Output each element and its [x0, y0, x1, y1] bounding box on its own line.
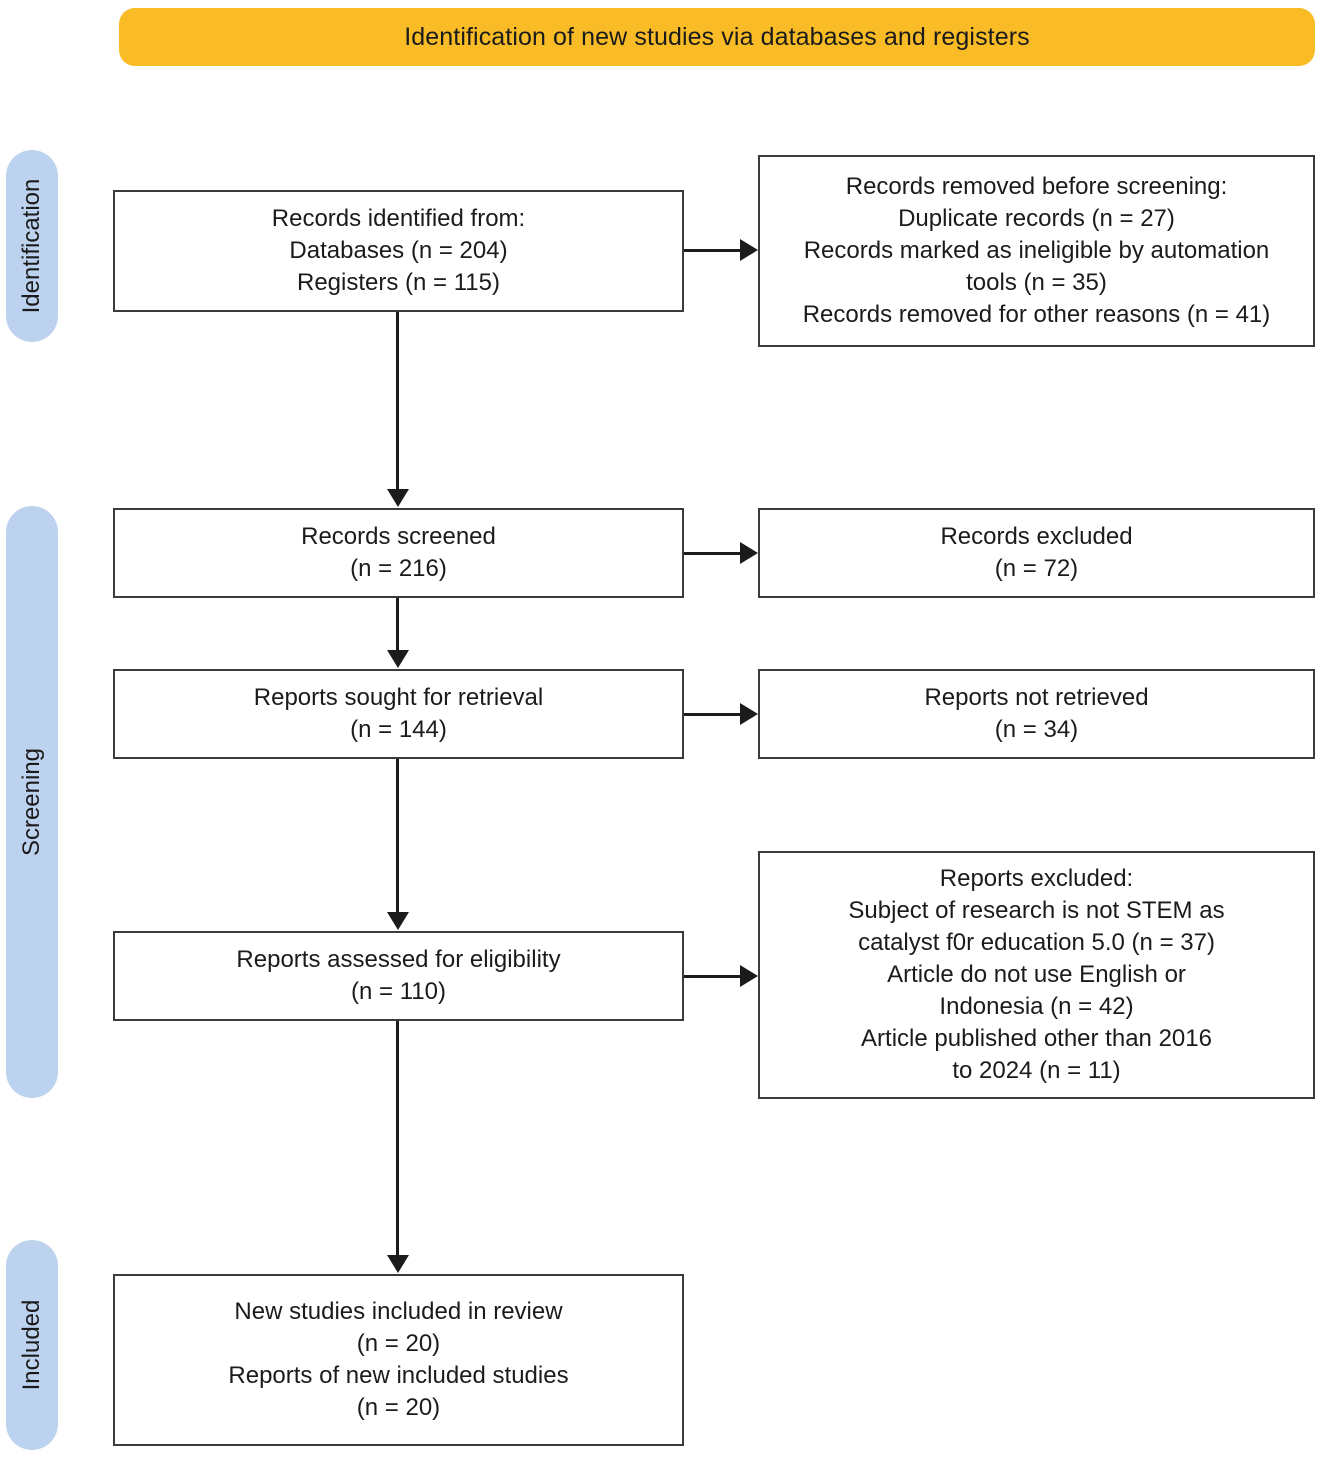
node-line: New studies included in review: [234, 1298, 563, 1326]
node-line: Databases (n = 204): [289, 237, 508, 265]
node-line: catalyst f0r education 5.0 (n = 37): [858, 929, 1215, 957]
node-line: Reports of new included studies: [228, 1362, 569, 1389]
node-records-removed-before-screening: Records removed before screening: Duplic…: [758, 155, 1315, 347]
node-line: (n = 216): [350, 555, 447, 582]
stage-label-identification: Identification: [6, 150, 58, 342]
node-line: (n = 34): [994, 716, 1079, 743]
connector-screened-to-records-excluded: [684, 552, 742, 555]
node-line: Records screened: [301, 523, 496, 551]
node-records-screened: Records screened (n = 216): [113, 508, 684, 598]
stage-label-included-text: Included: [18, 1299, 45, 1391]
node-line: Records excluded: [940, 523, 1133, 551]
node-line: Records removed for other reasons (n = 4…: [802, 300, 1271, 328]
node-line: Subject of research is not STEM as: [848, 897, 1225, 925]
arrowhead-right-icon: [740, 965, 758, 987]
node-line: Registers (n = 115): [297, 268, 500, 296]
connector-sought-to-assessed: [396, 759, 399, 914]
arrowhead-right-icon: [740, 542, 758, 564]
node-line: Indonesia (n = 42): [939, 992, 1134, 1020]
node-line: Duplicate records (n = 27): [898, 205, 1175, 233]
node-line: Reports assessed for eligibility: [236, 946, 561, 974]
connector-screened-to-sought: [396, 598, 399, 652]
connector-assessed-to-included: [396, 1021, 399, 1258]
node-reports-sought-for-retrieval: Reports sought for retrieval (n = 144): [113, 669, 684, 759]
stage-label-screening: Screening: [6, 506, 58, 1098]
node-new-studies-included: New studies included in review (n = 20) …: [113, 1274, 684, 1446]
node-line: (n = 20): [356, 1330, 441, 1358]
node-line: to 2024 (n = 11): [952, 1056, 1121, 1084]
node-line: (n = 20): [356, 1393, 441, 1421]
node-line: tools (n = 35): [966, 268, 1107, 296]
arrowhead-down-icon: [387, 650, 409, 668]
node-line: Records marked as ineligible by automati…: [803, 237, 1270, 265]
connector-identified-to-removed: [684, 249, 742, 252]
node-line: Reports excluded:: [939, 865, 1134, 893]
node-line: Article published other than 2016: [861, 1024, 1212, 1052]
node-records-identified: Records identified from: Databases (n = …: [113, 190, 684, 312]
node-reports-excluded: Reports excluded: Subject of research is…: [758, 851, 1315, 1099]
node-line: Reports not retrieved: [924, 684, 1149, 712]
node-line: (n = 72): [994, 555, 1079, 582]
node-line: Article do not use English or: [887, 961, 1186, 989]
node-line: Records removed before screening:: [845, 173, 1228, 201]
node-reports-assessed-for-eligibility: Reports assessed for eligibility (n = 11…: [113, 931, 684, 1021]
arrowhead-down-icon: [387, 912, 409, 930]
arrowhead-down-icon: [387, 489, 409, 507]
connector-sought-to-not-retrieved: [684, 713, 742, 716]
connector-identified-to-screened: [396, 312, 399, 490]
stage-label-identification-text: Identification: [18, 178, 45, 314]
node-line: Records identified from:: [271, 205, 526, 233]
arrowhead-right-icon: [740, 239, 758, 261]
node-reports-not-retrieved: Reports not retrieved (n = 34): [758, 669, 1315, 759]
stage-label-screening-text: Screening: [18, 747, 45, 857]
connector-assessed-to-reports-excluded: [684, 975, 742, 978]
node-records-excluded: Records excluded (n = 72): [758, 508, 1315, 598]
node-line: (n = 144): [350, 716, 447, 743]
arrowhead-down-icon: [387, 1255, 409, 1273]
node-line: Reports sought for retrieval: [253, 684, 544, 712]
node-line: (n = 110): [351, 978, 446, 1005]
arrowhead-right-icon: [740, 703, 758, 725]
stage-label-included: Included: [6, 1240, 58, 1450]
diagram-header-banner: Identification of new studies via databa…: [119, 8, 1315, 66]
diagram-title: Identification of new studies via databa…: [404, 22, 1030, 51]
